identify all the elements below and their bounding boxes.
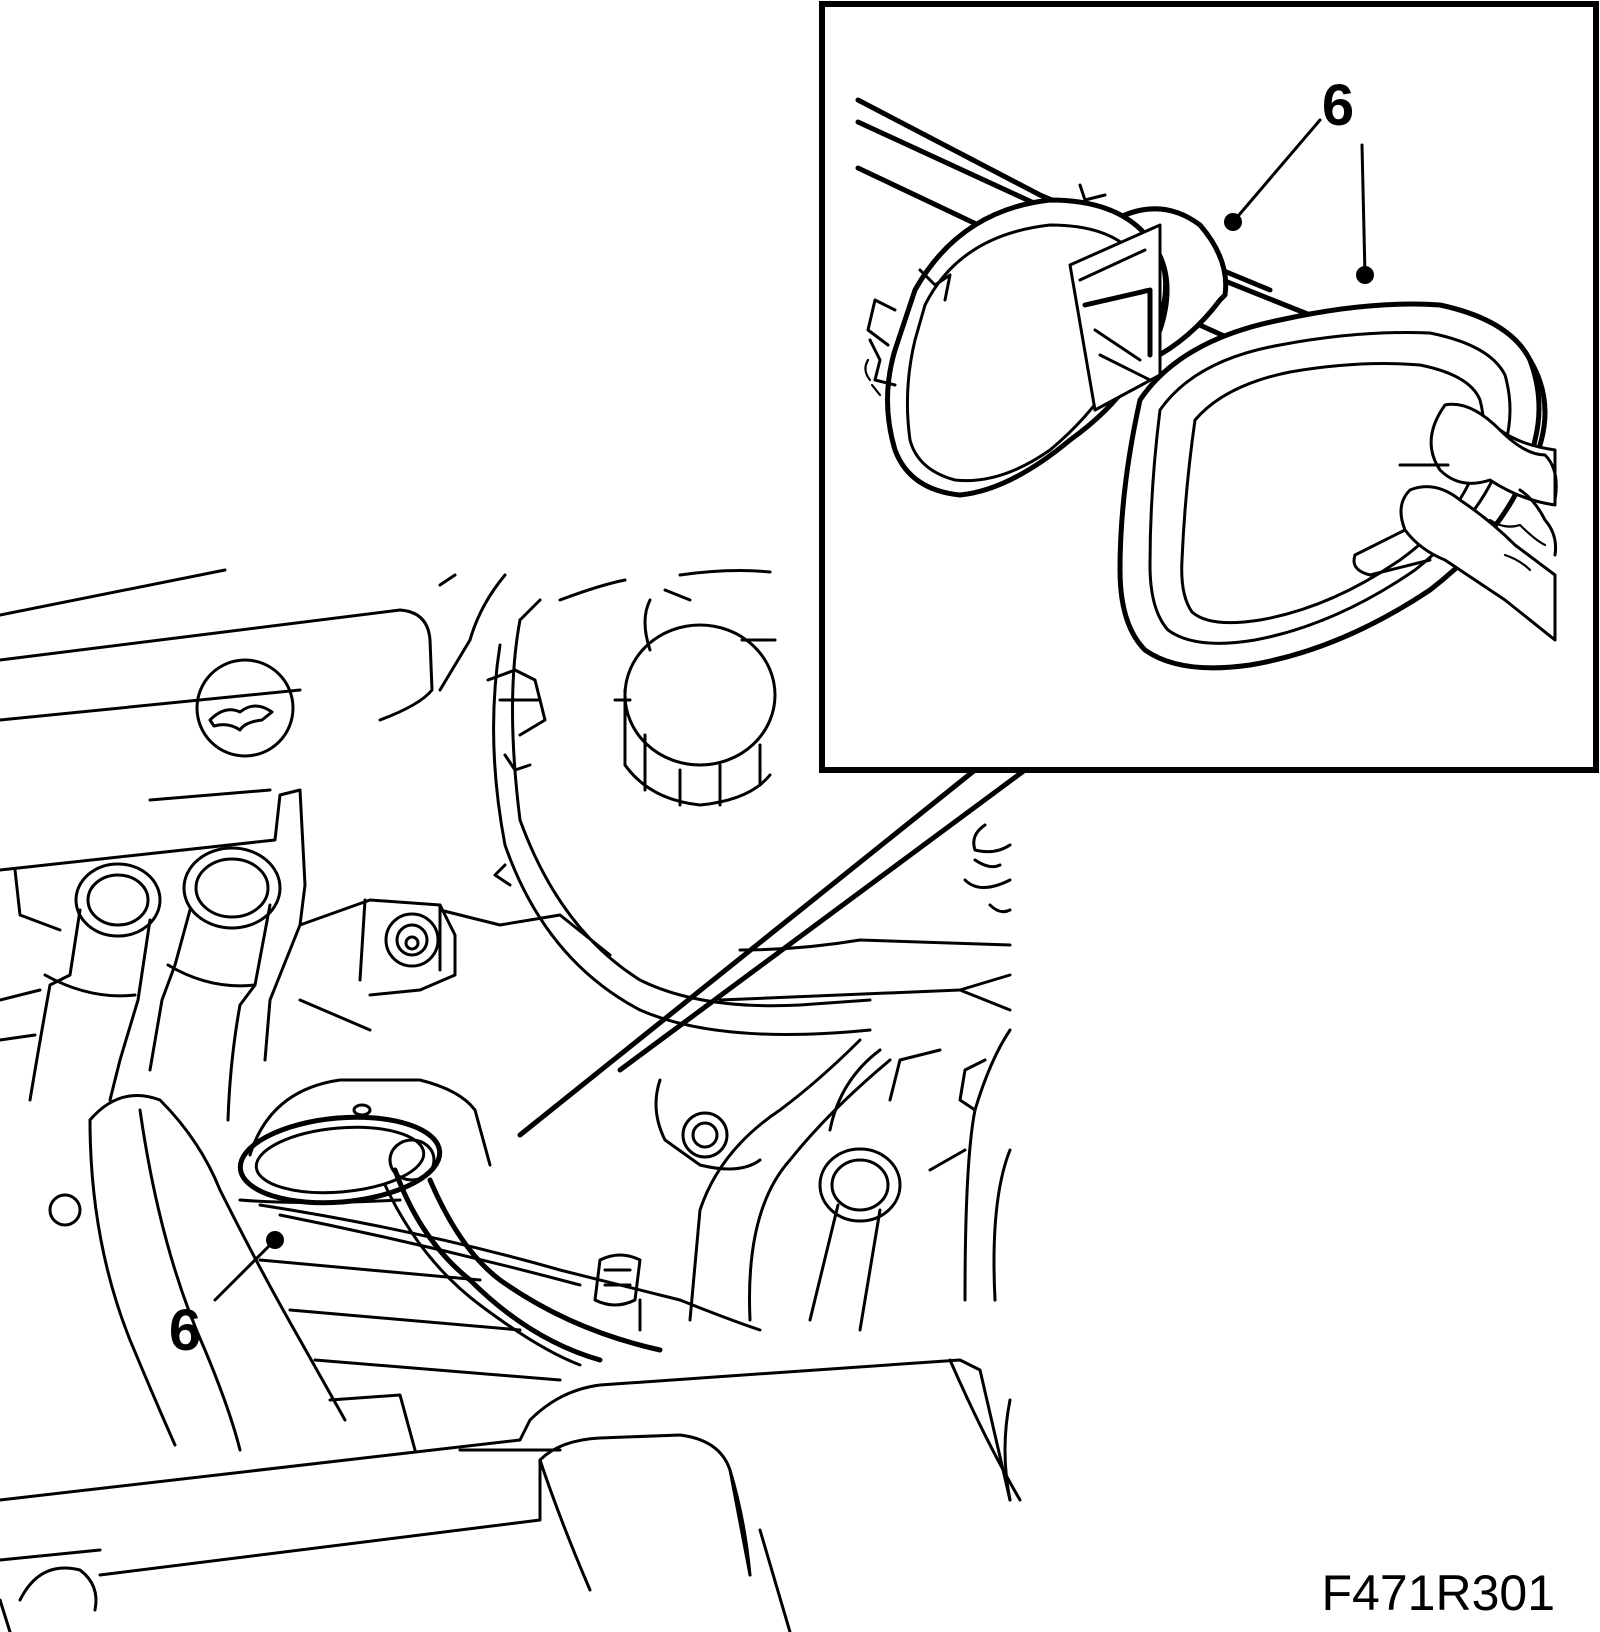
bottom-panel [0,1358,1022,1632]
wire-bundle [258,1138,762,1367]
figure-code: F471R301 [1322,1565,1556,1621]
inset-grommet-front [1117,301,1548,671]
reservoir-cap [613,588,777,807]
hose-port [808,1147,902,1332]
inset-callout-leaders [1224,118,1374,284]
grommet-main [237,1078,492,1206]
inset-wedge [1068,223,1162,412]
lower-left-hose [48,1094,347,1452]
reservoir-clips [486,668,547,887]
inset-clip [864,183,1107,397]
bolt-icon [654,1078,762,1171]
callout-main-label: 6 [169,1298,201,1363]
wing-nut-icon [195,658,295,758]
tray-ribs [258,1258,642,1452]
mounting-bracket [263,883,612,1062]
detail-inset [819,1,1599,773]
callout-inset-label: 6 [1322,73,1354,138]
engine-cover [0,568,507,932]
wire-clip [593,1253,642,1307]
zoom-lines [517,767,1028,1138]
main-callout-leader [213,1231,284,1302]
center-hose [688,1038,892,1322]
hose-connectors [0,846,282,1122]
right-side-hoses [828,823,1012,1502]
inset-exit-cables [1352,402,1558,642]
